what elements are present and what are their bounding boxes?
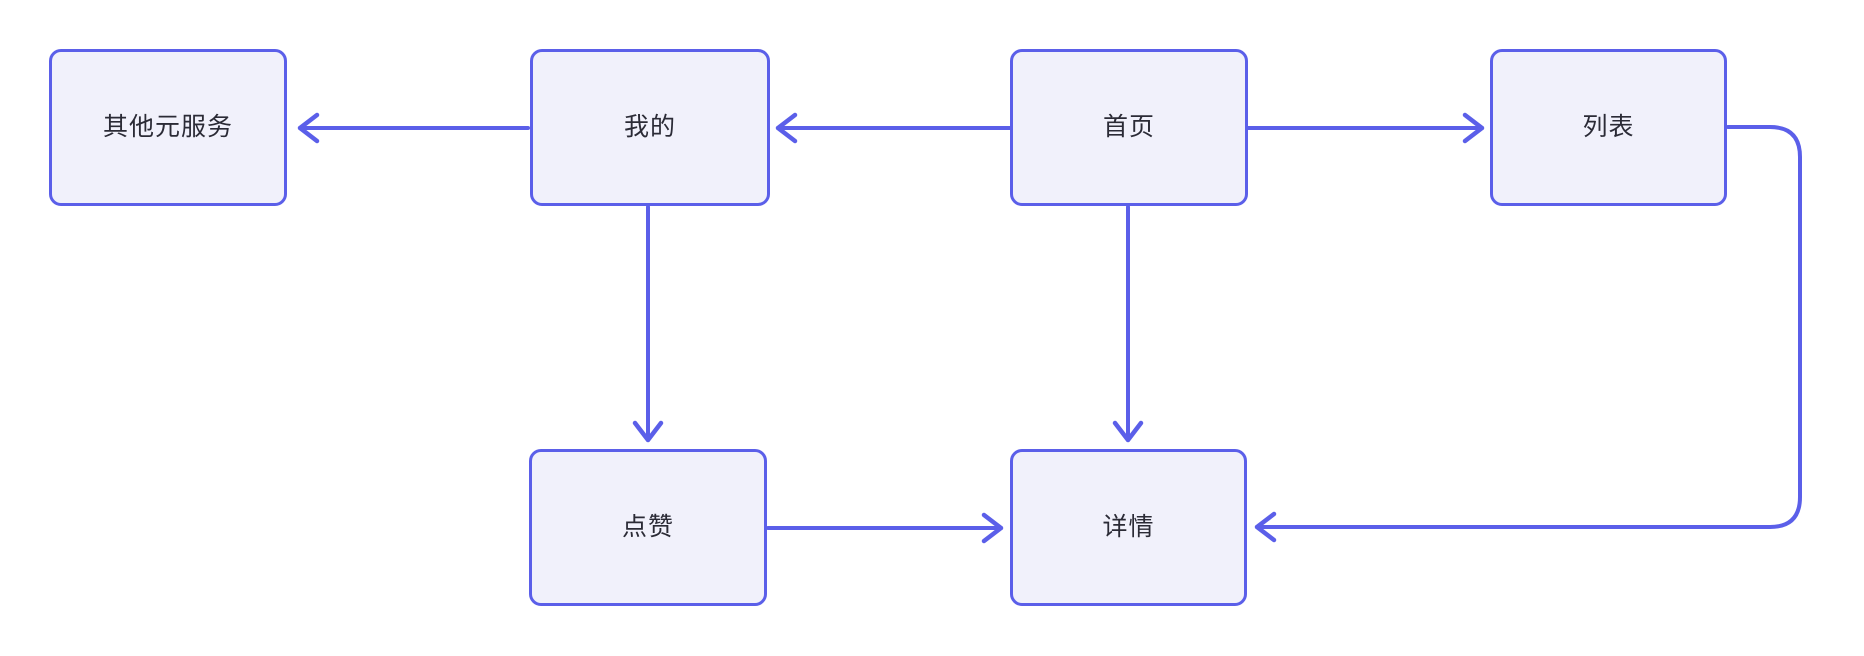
node-mine-label: 我的 xyxy=(623,113,676,141)
node-list: 列表 xyxy=(1490,49,1727,206)
node-other-services: 其他元服务 xyxy=(49,49,287,206)
node-detail-label: 详情 xyxy=(1102,513,1155,541)
node-home-label: 首页 xyxy=(1102,113,1155,141)
node-list-label: 列表 xyxy=(1582,113,1635,141)
node-like: 点赞 xyxy=(529,449,767,606)
edge-list-to-detail xyxy=(1254,125,1802,543)
node-home: 首页 xyxy=(1010,49,1248,206)
node-detail: 详情 xyxy=(1010,449,1247,606)
node-like-label: 点赞 xyxy=(621,513,674,541)
node-mine: 我的 xyxy=(530,49,770,206)
node-other-services-label: 其他元服务 xyxy=(102,113,233,141)
